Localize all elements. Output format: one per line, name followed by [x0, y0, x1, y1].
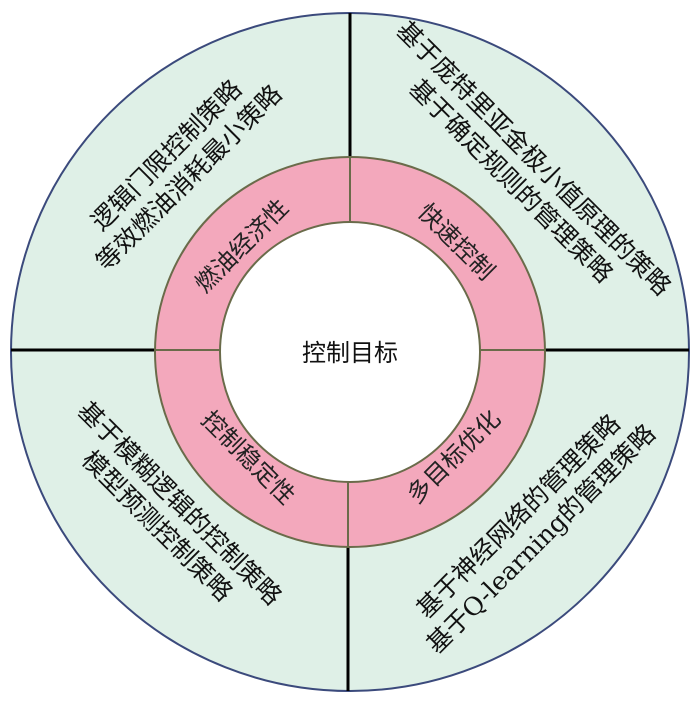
center-label: 控制目标	[302, 339, 398, 367]
center-circle	[219, 221, 481, 483]
